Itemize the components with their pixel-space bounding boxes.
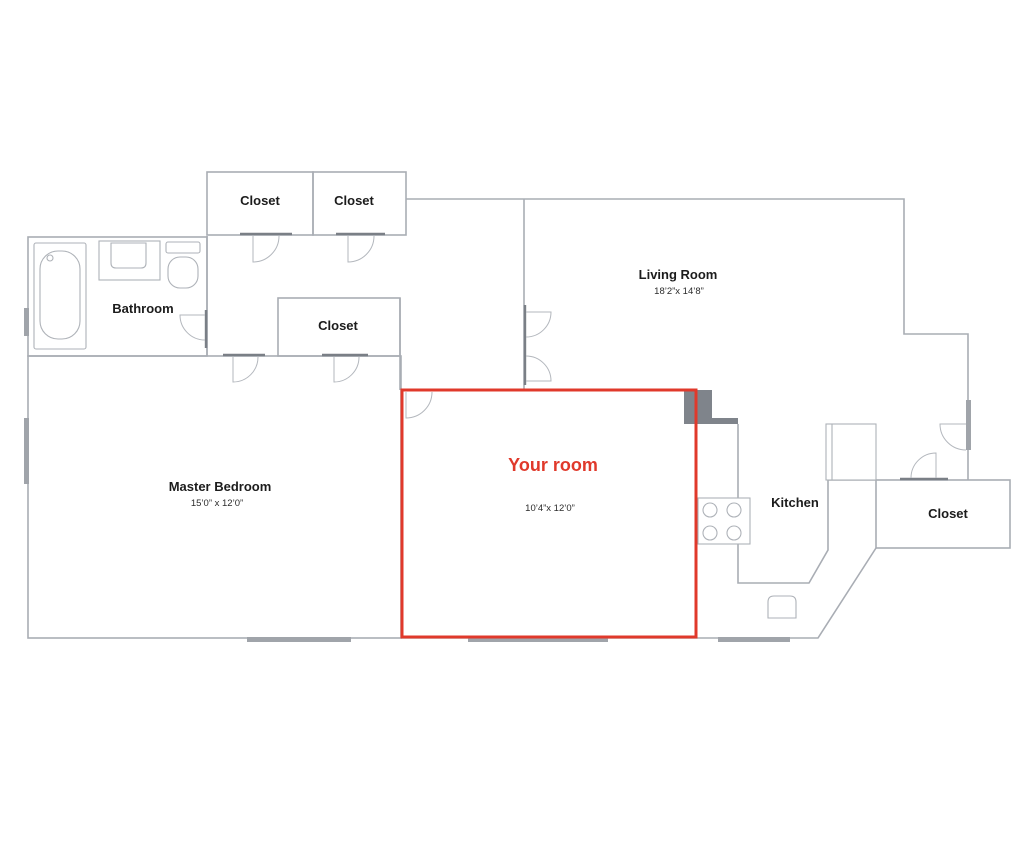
sink bbox=[110, 242, 147, 269]
labels: Closet Closet Bathroom Closet Living Roo… bbox=[112, 193, 968, 521]
windows bbox=[24, 308, 971, 642]
toilet-bowl bbox=[167, 256, 199, 289]
bathroom-label: Bathroom bbox=[112, 301, 173, 316]
closet-top-right-label: Closet bbox=[334, 193, 374, 208]
window-bedroom-left bbox=[24, 418, 29, 484]
door-swing bbox=[179, 314, 206, 341]
your-room-label: Your room bbox=[508, 455, 598, 475]
door-swing bbox=[910, 452, 937, 479]
toilet-tank bbox=[165, 241, 201, 254]
door-swing bbox=[232, 356, 259, 383]
window-your-room bbox=[468, 637, 608, 642]
door-swing bbox=[333, 356, 360, 383]
door-swing bbox=[347, 235, 375, 263]
master-bedroom-walls bbox=[27, 355, 402, 639]
master-bedroom-label: Master Bedroom bbox=[169, 479, 272, 494]
closet-right-label: Closet bbox=[928, 506, 968, 521]
fridge bbox=[825, 423, 877, 481]
your-room-size: 10’4”x 12’0” bbox=[525, 503, 575, 514]
kitchen-walls bbox=[696, 547, 877, 639]
door-swing bbox=[525, 311, 552, 338]
door-swing bbox=[252, 235, 280, 263]
stove bbox=[697, 497, 751, 545]
kitchen-label: Kitchen bbox=[771, 495, 819, 510]
kitchen-fixtures bbox=[697, 423, 877, 619]
window-bathroom bbox=[24, 308, 29, 336]
pillar bbox=[684, 390, 738, 424]
bathroom-fixtures bbox=[33, 240, 201, 350]
living-room-label: Living Room bbox=[639, 267, 718, 282]
window-living-room bbox=[966, 400, 971, 450]
door-swing bbox=[939, 423, 967, 451]
living-room-walls bbox=[406, 198, 969, 480]
window-bedroom-bottom bbox=[247, 637, 351, 642]
doors bbox=[179, 232, 967, 481]
closet-middle-label: Closet bbox=[318, 318, 358, 333]
door-swing bbox=[525, 355, 552, 382]
closet-top-left-label: Closet bbox=[240, 193, 280, 208]
your-room-highlight bbox=[400, 388, 698, 639]
master-bedroom-size: 15’0” x 12’0” bbox=[191, 498, 243, 509]
living-room-size: 18’2”x 14’8” bbox=[654, 286, 704, 297]
window-kitchen bbox=[718, 637, 790, 642]
kitchen-sink bbox=[767, 595, 797, 619]
door-swing bbox=[405, 391, 433, 419]
